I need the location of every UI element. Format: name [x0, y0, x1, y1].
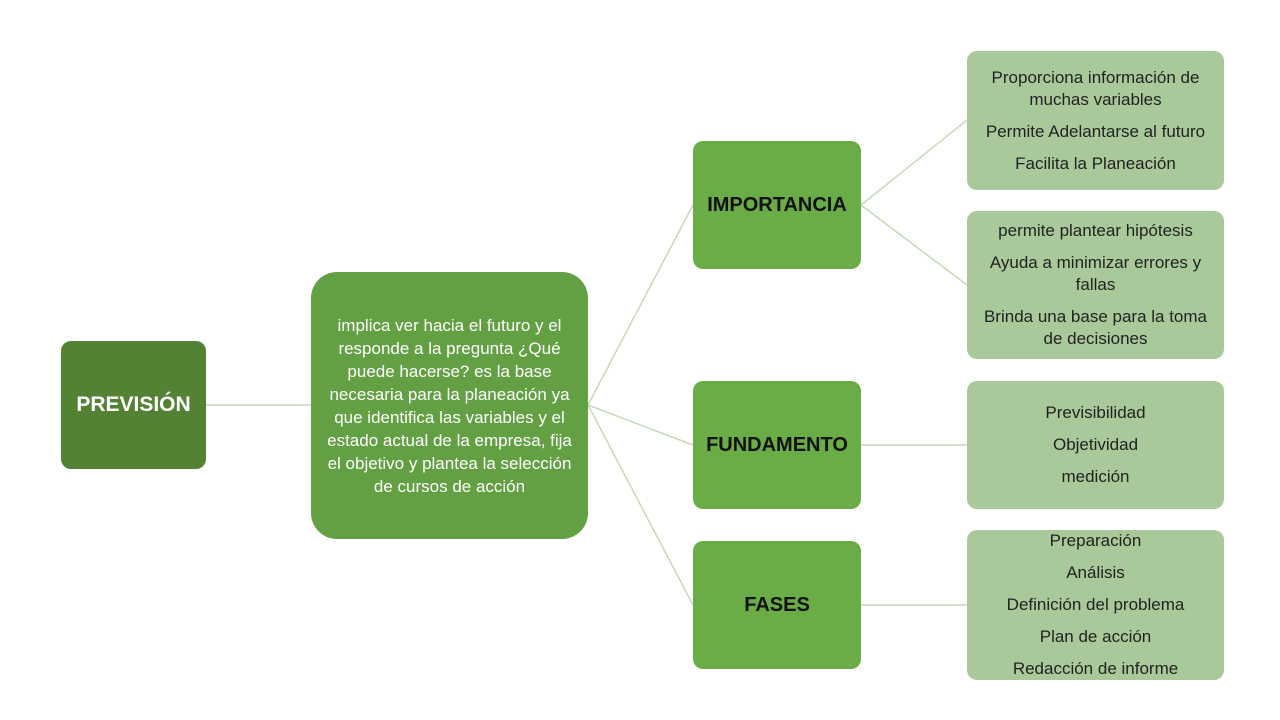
category-label-fundamento: FUNDAMENTO	[706, 433, 848, 456]
leaf-group-importancia-2: permite plantear hipótesis Ayuda a minim…	[967, 211, 1224, 359]
leaf-item: Análisis	[1066, 563, 1125, 582]
leaf-group-fundamento: Previsibilidad Objetividad medición	[967, 381, 1224, 509]
root-node-prevision: PREVISIÓN	[61, 341, 206, 469]
leaf-item: Proporciona información de muchas variab…	[991, 67, 1200, 109]
connector-description-fundamento	[587, 404, 694, 446]
leaf-group-importancia-1: Proporciona información de muchas variab…	[967, 51, 1224, 190]
category-node-fases: FASES	[693, 541, 861, 669]
leaf-item: Objetividad	[1052, 435, 1139, 454]
category-node-fundamento: FUNDAMENTO	[693, 381, 861, 509]
leaf-item: permite plantear hipótesis	[998, 221, 1193, 240]
leaf-item: medición	[1061, 467, 1130, 486]
connector-description-importancia	[587, 204, 694, 406]
leaf-group-fases: Preparación Análisis Definición del prob…	[967, 530, 1224, 680]
leaf-item: Ayuda a minimizar errores y fallas	[989, 253, 1202, 294]
leaf-item: Definición del problema	[1006, 595, 1185, 614]
connector-importancia-group1	[860, 119, 968, 206]
leaf-item: Facilita la Planeación	[1015, 153, 1176, 173]
root-label: PREVISIÓN	[76, 393, 191, 416]
category-label-fases: FASES	[744, 593, 810, 616]
leaf-item: Redacción de informe	[1012, 659, 1179, 678]
category-label-importancia: IMPORTANCIA	[707, 193, 847, 216]
connector-description-fases	[587, 404, 694, 606]
leaf-item: Preparación	[1049, 531, 1142, 550]
leaf-item: Brinda una base para la toma de decision…	[983, 307, 1208, 348]
category-node-importancia: IMPORTANCIA	[693, 141, 861, 269]
description-node: implica ver hacia el futuro y el respond…	[311, 272, 588, 539]
description-text: implica ver hacia el futuro y el respond…	[327, 315, 572, 496]
leaf-item: Previsibilidad	[1045, 403, 1146, 422]
leaf-item: Plan de acción	[1039, 627, 1152, 646]
leaf-item: Permite Adelantarse al futuro	[985, 121, 1206, 141]
connector-importancia-group2	[860, 204, 968, 286]
